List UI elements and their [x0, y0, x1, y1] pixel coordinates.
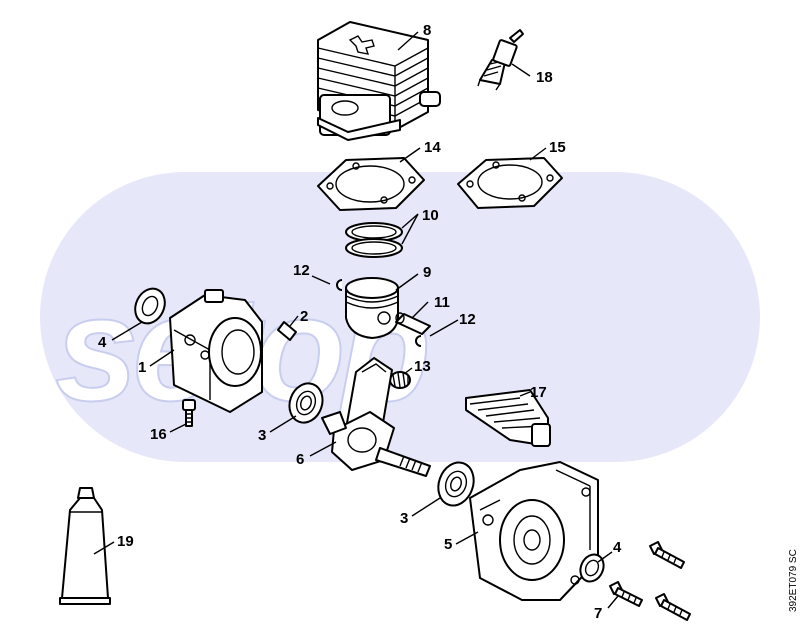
- part-gasket-15: [457, 157, 563, 209]
- callout-16: 16: [150, 426, 167, 443]
- part-bearing-top: [288, 382, 324, 424]
- part-oil-seal-left: [134, 287, 166, 325]
- part-gasket-14: [317, 157, 425, 211]
- callout-9: 9: [423, 264, 431, 281]
- callout-3-upper: 3: [258, 427, 266, 444]
- callout-6: 6: [296, 451, 304, 468]
- callout-12-upper: 12: [293, 262, 310, 279]
- part-crankcase: [169, 289, 263, 413]
- part-screw-lower-right: [655, 593, 691, 621]
- part-bearing-bottom: [437, 461, 475, 507]
- part-crankshaft: [321, 357, 431, 477]
- callout-19: 19: [117, 533, 134, 550]
- callout-8: 8: [423, 22, 431, 39]
- callout-4-left: 4: [98, 334, 107, 351]
- leader-lines: [93, 31, 619, 609]
- callout-15: 15: [549, 139, 566, 156]
- callout-11: 11: [434, 294, 450, 311]
- part-needle-cage: [389, 371, 411, 389]
- part-spark-plug: [477, 29, 524, 91]
- part-cylinder: [317, 21, 441, 141]
- part-air-deflector: [465, 389, 551, 447]
- drawing-code: 392ET079 SC: [788, 549, 799, 612]
- callout-5: 5: [444, 536, 452, 553]
- part-circlip-a: [336, 279, 343, 291]
- callout-3-lower: 3: [400, 510, 408, 527]
- callout-18: 18: [536, 69, 553, 86]
- part-screw-16: [182, 399, 196, 427]
- callout-13: 13: [414, 358, 431, 375]
- callout-2: 2: [300, 308, 308, 325]
- callout-10: 10: [422, 207, 439, 224]
- callout-17: 17: [530, 384, 547, 401]
- part-circlip-b: [415, 335, 422, 347]
- part-pin: [277, 321, 297, 341]
- callout-1: 1: [138, 359, 146, 376]
- part-screw-upper-right: [649, 541, 685, 569]
- part-piston-pin: [395, 312, 431, 335]
- part-screw-7: [609, 581, 643, 607]
- callout-12-lower: 12: [459, 311, 476, 328]
- part-piston-rings: [345, 222, 403, 258]
- part-piston: [345, 277, 399, 339]
- callout-7: 7: [594, 605, 602, 622]
- part-crankcase-half: [469, 461, 599, 601]
- callout-14: 14: [424, 139, 441, 156]
- part-oil-seal-right: [579, 553, 605, 583]
- callout-4-right: 4: [613, 539, 622, 556]
- part-grease-tube: [59, 487, 111, 605]
